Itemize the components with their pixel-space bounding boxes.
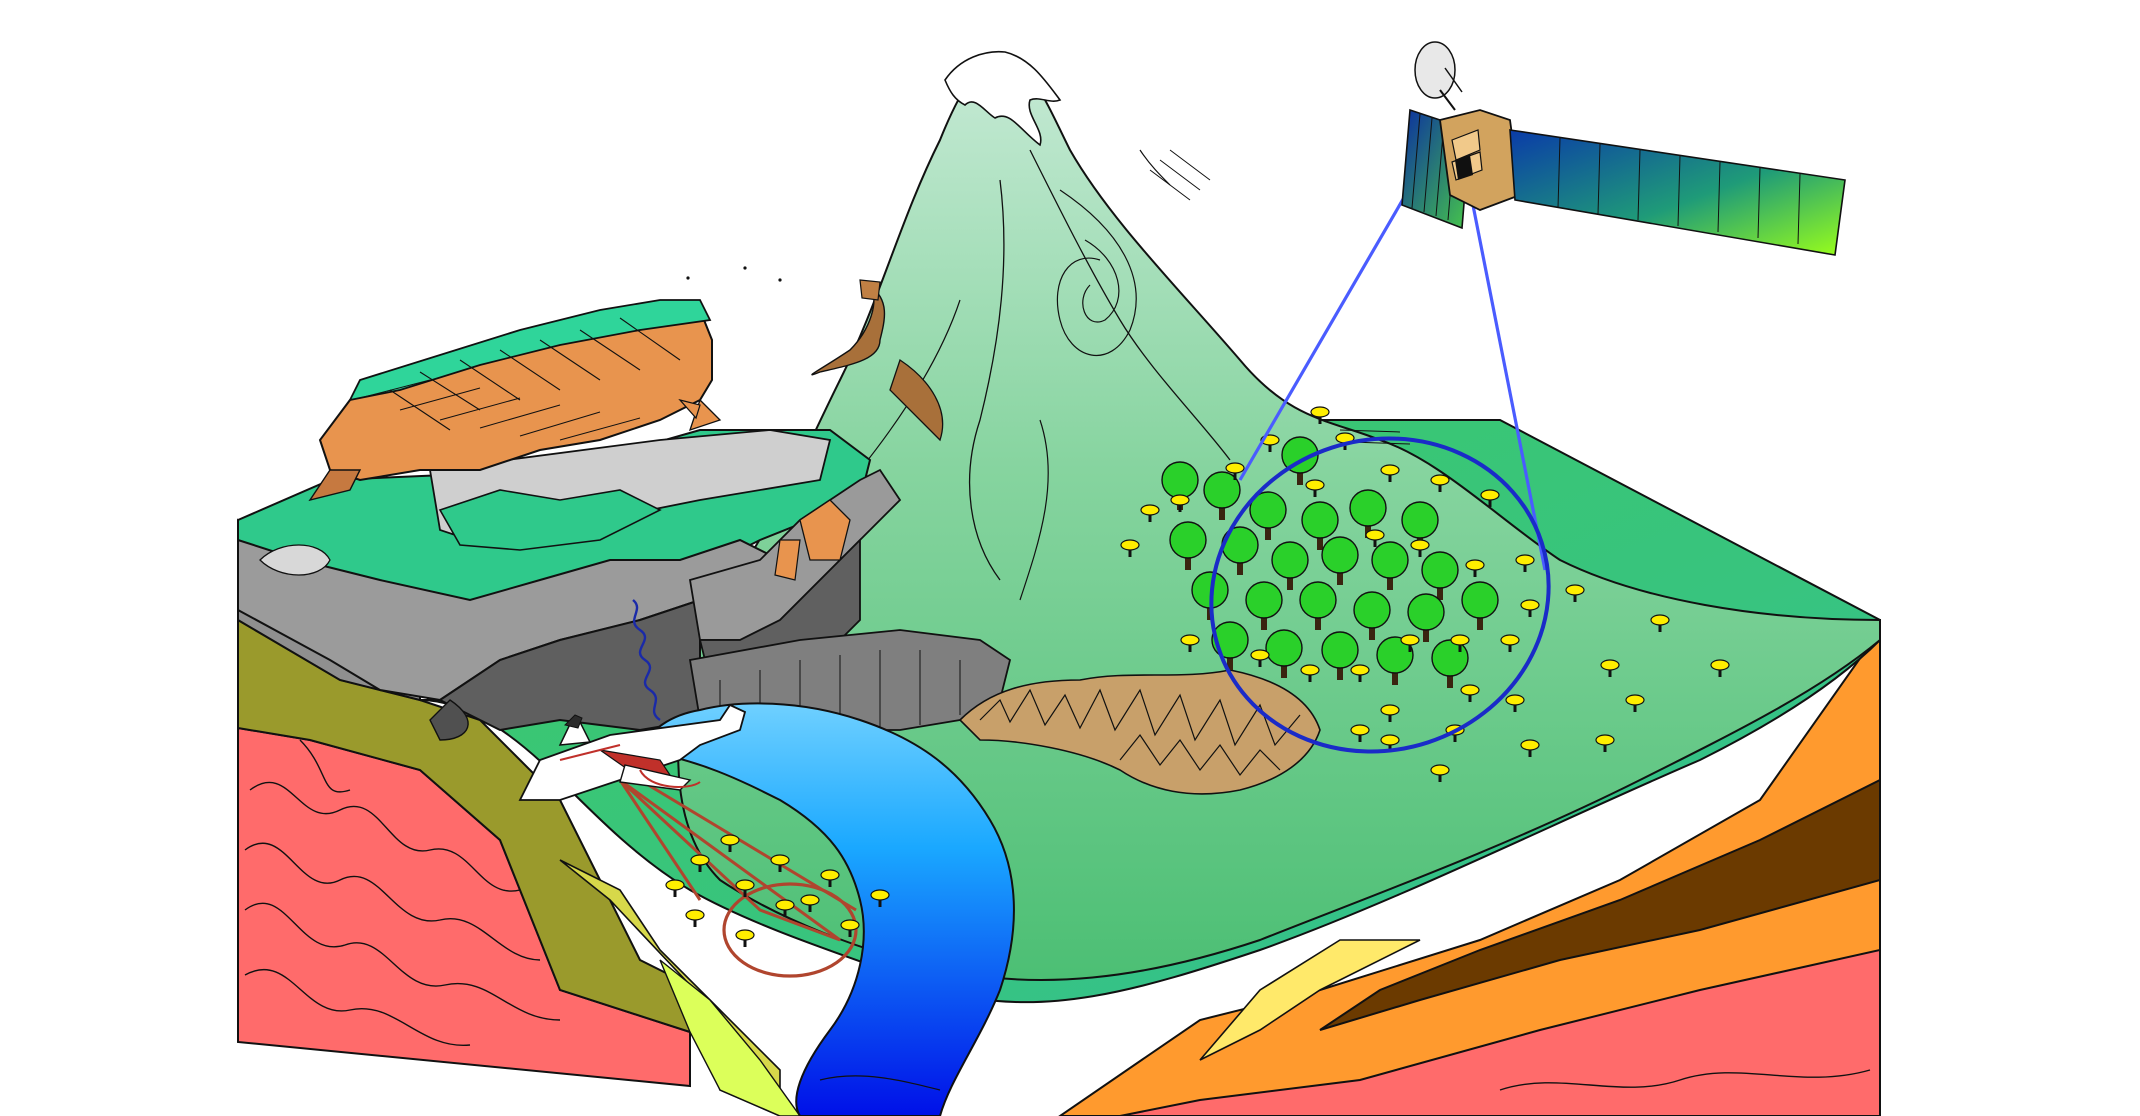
- sensor-marker: [775, 899, 795, 917]
- sensor-marker: [735, 929, 755, 947]
- sensor-marker: [1350, 724, 1370, 742]
- sensor-marker: [1520, 599, 1540, 617]
- sensor-marker: [735, 879, 755, 897]
- tree: [1371, 541, 1409, 590]
- tree: [1376, 636, 1414, 685]
- airplane-icon: [518, 703, 747, 801]
- tree: [1299, 581, 1337, 630]
- sensor-marker: [840, 919, 860, 937]
- sensor-marker: [1520, 739, 1540, 757]
- sensor-marker: [770, 854, 790, 872]
- sensor-marker: [1225, 462, 1245, 480]
- sensor-marker: [1710, 659, 1730, 677]
- sensor-marker: [1380, 734, 1400, 752]
- badlands: [958, 669, 1321, 795]
- sensor-marker: [1430, 474, 1450, 492]
- sensor-marker: [1500, 634, 1520, 652]
- tree: [1265, 629, 1303, 678]
- tree: [1211, 621, 1249, 670]
- tree: [1421, 551, 1459, 600]
- sensor-marker: [870, 889, 890, 907]
- sensor-marker: [1410, 539, 1430, 557]
- aircraft-footprint: [618, 778, 858, 978]
- sensor-marker: [1465, 559, 1485, 577]
- sensor-marker: [1515, 554, 1535, 572]
- tree: [1281, 436, 1319, 485]
- sensor-marker: [1310, 406, 1330, 424]
- sensor-marker: [820, 869, 840, 887]
- tree: [1301, 501, 1339, 550]
- satellite-footprint: [1209, 169, 1551, 754]
- tree: [1431, 639, 1469, 688]
- tree: [1461, 581, 1499, 630]
- sensor-marker: [1250, 649, 1270, 667]
- sensor-marker: [720, 834, 740, 852]
- sensor-marker: [685, 909, 705, 927]
- sensor-marker: [1625, 694, 1645, 712]
- sensor-marker: [1180, 634, 1200, 652]
- forest: [1161, 436, 1499, 688]
- tree: [1407, 593, 1445, 642]
- tree: [1203, 471, 1241, 520]
- right-strata: [1058, 626, 1881, 1116]
- sensor-marker: [1140, 504, 1160, 522]
- sensor-marker: [1170, 494, 1190, 512]
- tree: [1349, 489, 1387, 538]
- tree: [1169, 521, 1207, 570]
- sensor-marker: [1480, 489, 1500, 507]
- river: [632, 599, 1015, 1116]
- tree: [1321, 631, 1359, 680]
- sensor-marker: [1305, 479, 1325, 497]
- tree: [1245, 581, 1283, 630]
- sensor-marker: [1565, 584, 1585, 602]
- sensor-marker: [1120, 539, 1140, 557]
- sensor-marker: [800, 894, 820, 912]
- specks: [686, 266, 782, 282]
- sensor-marker: [1650, 614, 1670, 632]
- sensor-marker: [690, 854, 710, 872]
- sensor-marker: [1595, 734, 1615, 752]
- sensor-marker: [1365, 529, 1385, 547]
- tree: [1353, 591, 1391, 640]
- sensor-marker: [1380, 704, 1400, 722]
- sensor-marker: [1350, 664, 1370, 682]
- mesa-cliffs: [237, 299, 1012, 741]
- tree: [1271, 541, 1309, 590]
- front-yellow-wedge: [559, 859, 801, 1116]
- sensor-markers: [665, 406, 1730, 947]
- tree: [1401, 501, 1439, 550]
- sensor-marker: [1460, 684, 1480, 702]
- tree: [1321, 536, 1359, 585]
- sensor-marker: [1600, 659, 1620, 677]
- tree: [1221, 526, 1259, 575]
- sensor-marker: [1430, 764, 1450, 782]
- sensor-marker: [1400, 634, 1420, 652]
- sensor-marker: [1505, 694, 1525, 712]
- sensor-marker: [1300, 664, 1320, 682]
- satellite-icon: [1401, 41, 1846, 256]
- sensor-marker: [1380, 464, 1400, 482]
- sensor-marker: [1450, 634, 1470, 652]
- tree: [1249, 491, 1287, 540]
- sensor-marker: [665, 879, 685, 897]
- snowcap: [944, 50, 1062, 147]
